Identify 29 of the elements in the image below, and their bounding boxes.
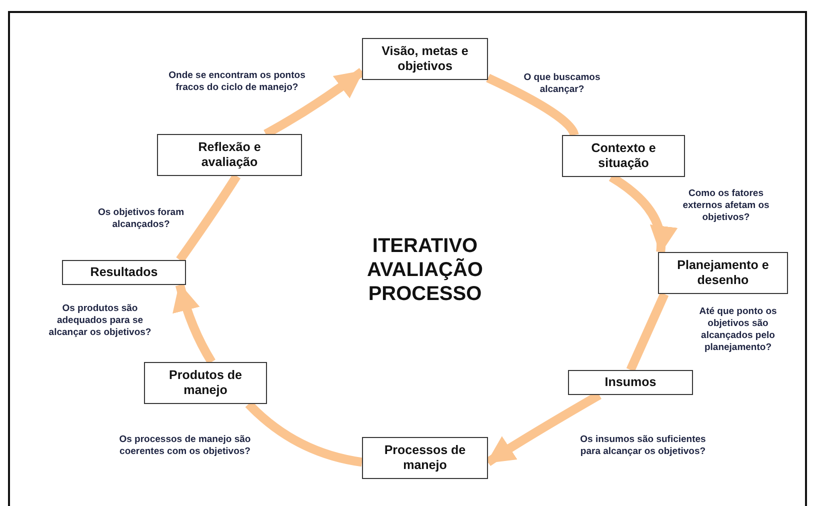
question-text: Até que ponto os objetivos são alcançados pelo planejamento? — [698, 306, 778, 354]
question-text: Como os fatores externos afetam os objetivos? — [682, 188, 770, 224]
box-label: Reflexão e avaliação — [197, 140, 262, 170]
process-box — [362, 38, 488, 80]
connector-band — [486, 74, 579, 136]
box-label: Insumos — [604, 375, 656, 390]
connector-band — [176, 174, 241, 263]
box-label: Visão, metas e objetivos — [381, 44, 469, 74]
box-label: Planejamento e desenho — [677, 258, 769, 288]
process-box — [568, 370, 693, 395]
question-text: Os processos de manejo são coerentes com os objetivos? — [118, 434, 252, 458]
box-label: Resultados — [90, 265, 158, 280]
question-text: Os objetivos foram alcançados? — [96, 207, 186, 231]
question-text: Os insumos são suficientes para alcançar os objetivos? — [579, 434, 707, 458]
question-text: Onde se encontram os pontos fracos do ciclo de manejo? — [168, 70, 306, 94]
box-label: Produtos de manejo — [168, 368, 243, 398]
process-box — [62, 260, 186, 285]
question-text: Os produtos são adequados para se alcançar os objetivos? — [48, 303, 152, 339]
arrow — [172, 283, 216, 364]
process-box — [562, 135, 685, 177]
connector-band — [626, 292, 669, 372]
process-box — [157, 134, 302, 176]
diagram-title: ITERATIVO AVALIAÇÃO PROCESSO — [366, 234, 484, 306]
box-label: Contexto e situação — [590, 141, 657, 171]
box-label: Processos de manejo — [383, 443, 467, 473]
question-text: O que buscamos alcançar? — [522, 72, 602, 96]
process-box — [144, 362, 267, 404]
process-box — [362, 437, 488, 479]
process-box — [658, 252, 788, 294]
